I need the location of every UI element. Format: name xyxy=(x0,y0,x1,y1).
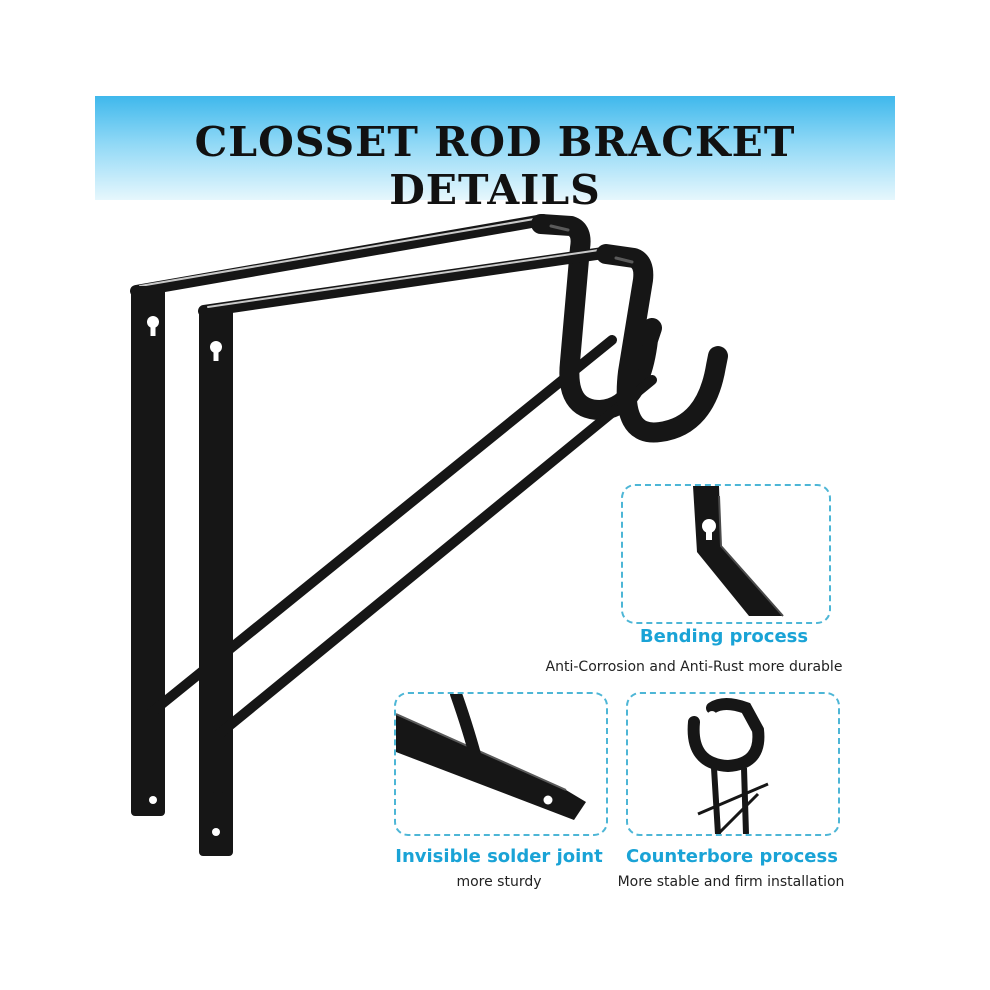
counterbore-title: Counterbore process xyxy=(626,846,838,867)
solder-joint-detail xyxy=(394,692,608,836)
bending-process-image xyxy=(693,486,784,617)
bending-process-detail xyxy=(621,484,831,624)
counterbore-description: More stable and firm installation xyxy=(617,874,845,890)
bending-process-description: Anti-Corrosion and Anti-Rust more durabl… xyxy=(545,659,843,675)
solder-joint-title: Invisible solder joint xyxy=(395,846,603,867)
title-banner: CLOSSET ROD BRACKET DETAILS xyxy=(95,96,895,214)
bending-process-title: Bending process xyxy=(639,626,809,647)
counterbore-image xyxy=(687,698,769,834)
solder-joint-description: more sturdy xyxy=(456,874,542,890)
bracket-front xyxy=(198,244,728,856)
solder-joint-image xyxy=(396,694,586,820)
banner-title: CLOSSET ROD BRACKET DETAILS xyxy=(194,118,796,214)
counterbore-detail xyxy=(626,692,840,836)
bracket-back xyxy=(130,214,662,816)
